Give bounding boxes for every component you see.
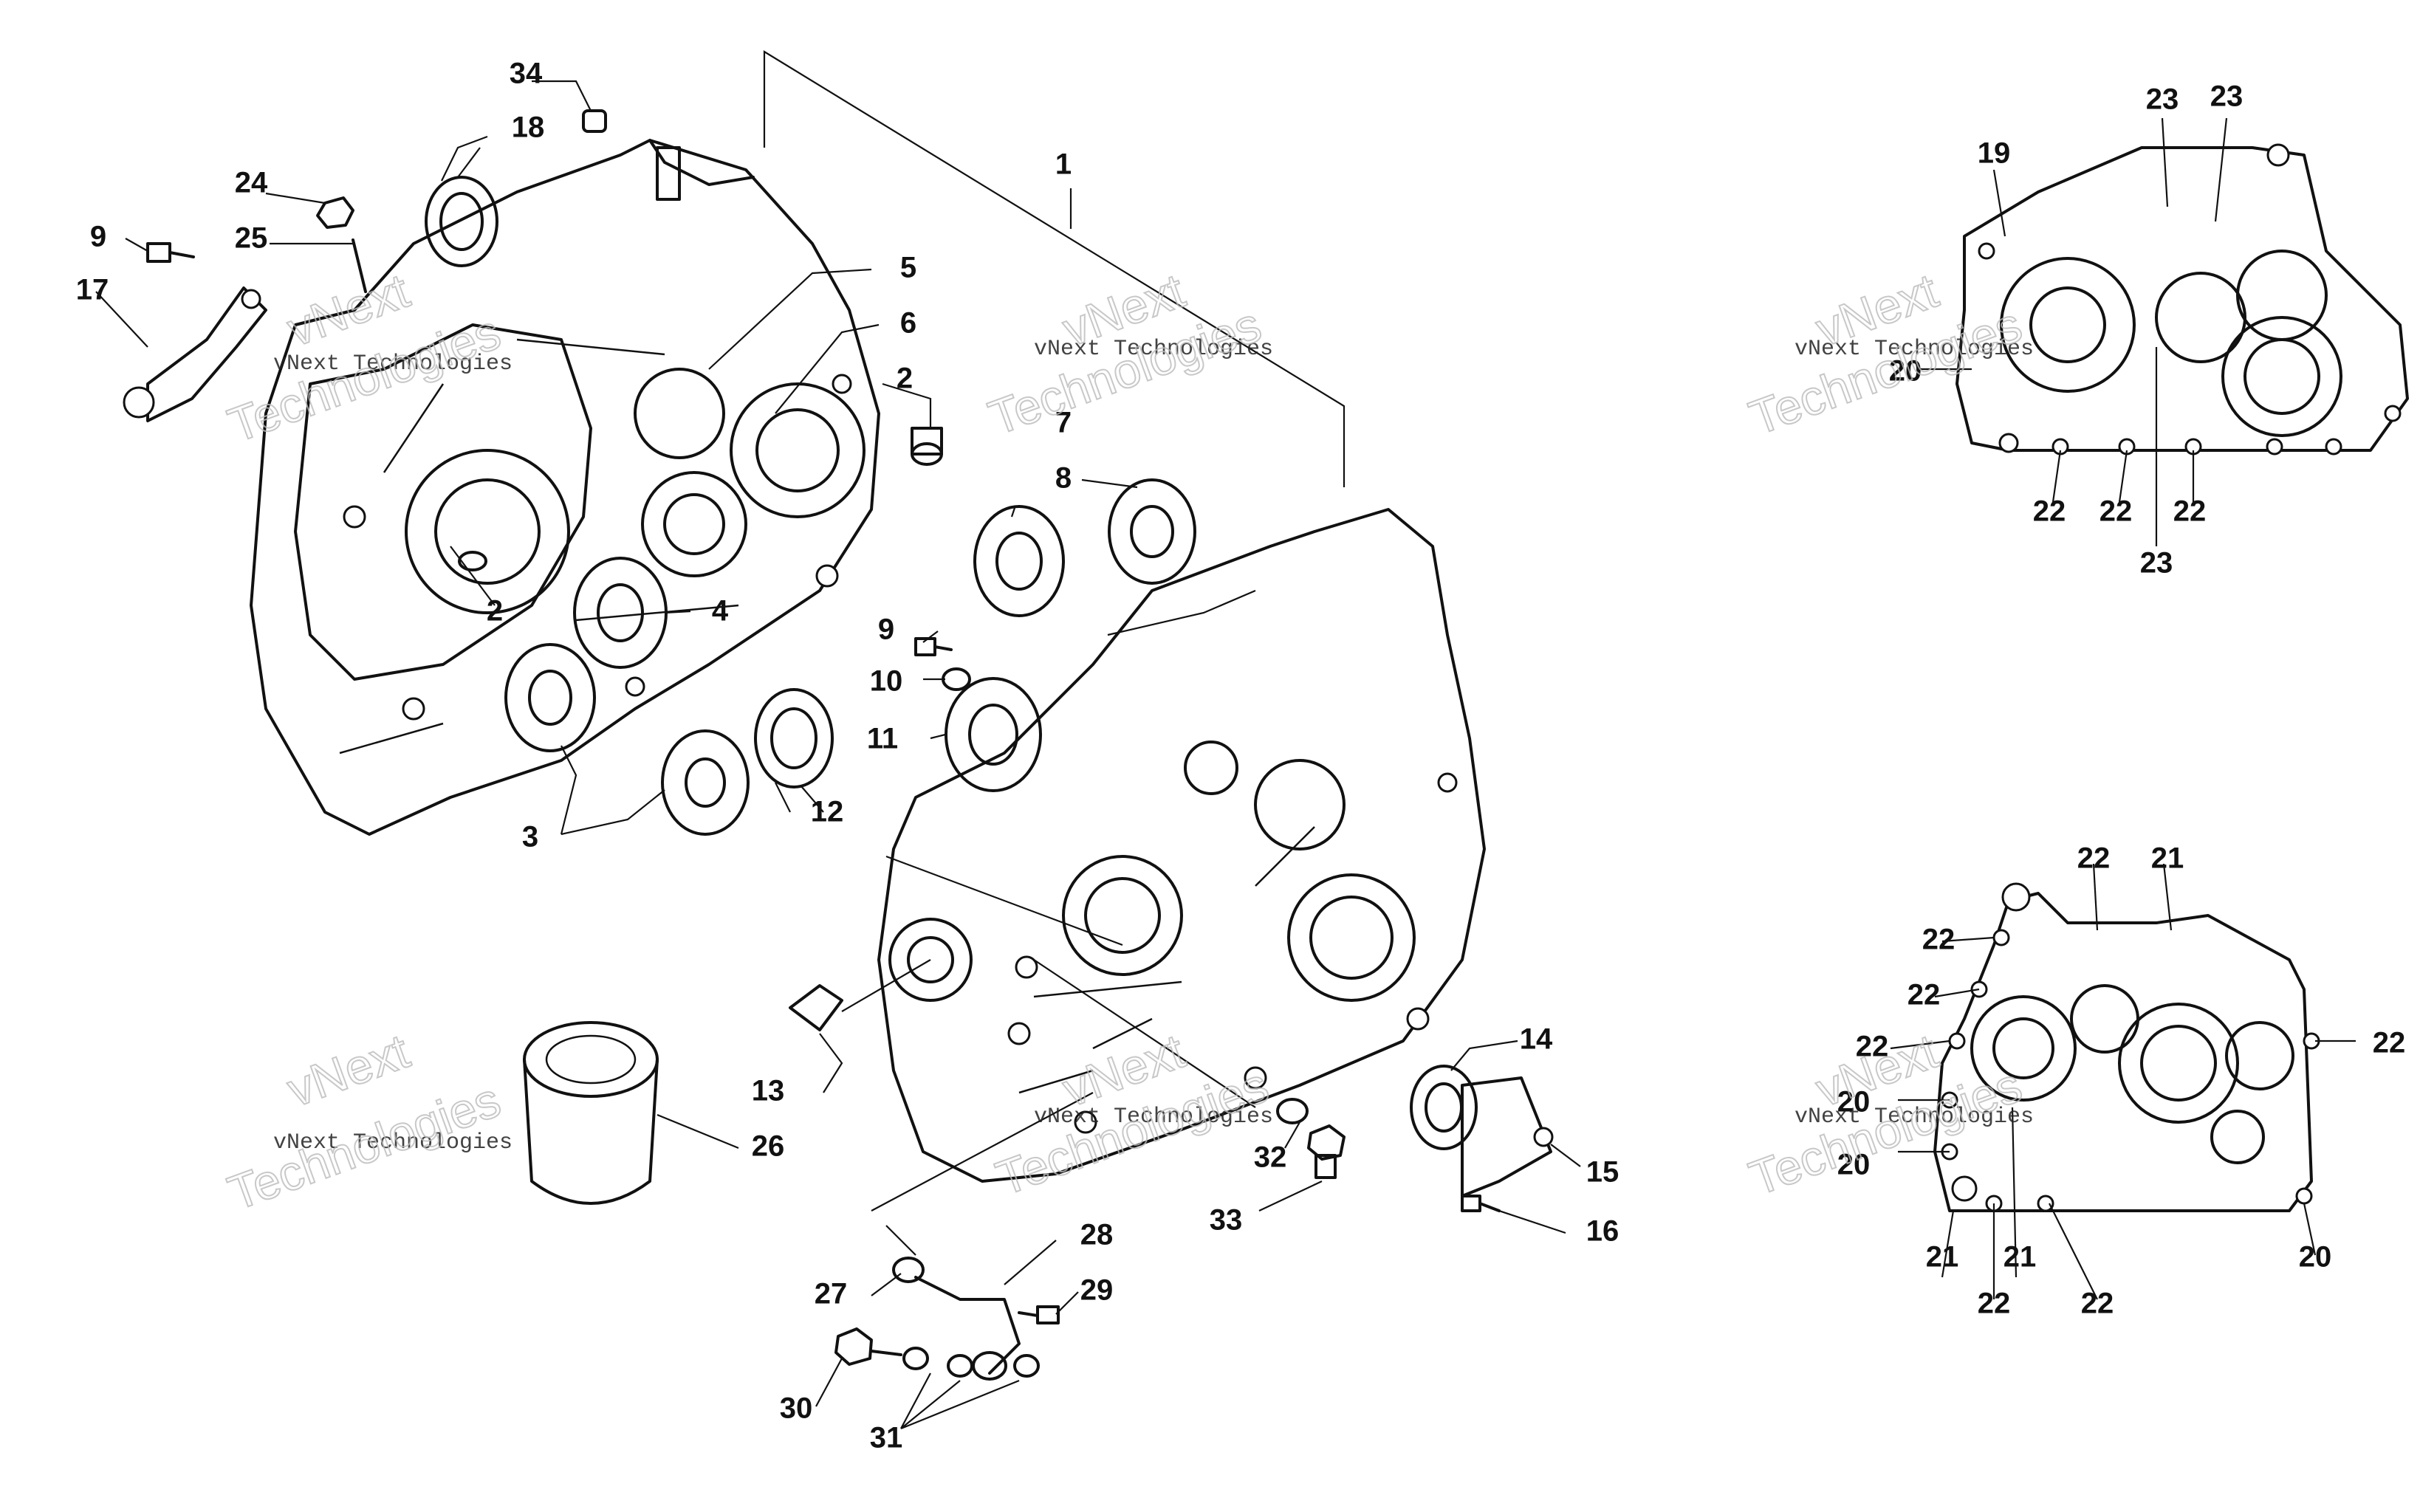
callout-3: 3: [522, 821, 538, 853]
plug-33: [1307, 1124, 1346, 1179]
oil-filter-26: [523, 1021, 659, 1205]
washers-31: [902, 1347, 1040, 1378]
callout-25: 25: [235, 222, 268, 255]
callout-8: 8: [1055, 462, 1072, 495]
watermark-text: vNext Technologies: [1034, 1104, 1273, 1130]
dowel-pin-2-mid: [458, 551, 487, 571]
callout-17: 17: [76, 274, 109, 306]
callout-22: 22: [2099, 495, 2133, 528]
watermark-text: vNext Technologies: [1034, 337, 1273, 362]
callout-31: 31: [870, 1422, 903, 1454]
callout-9: 9: [878, 614, 894, 646]
callout-16: 16: [1586, 1215, 1619, 1248]
callout-labels: 1 2 2 3 4 5 6 7 8 9 9 10 11 12 13 14 15 …: [76, 58, 2406, 1454]
callout-5: 5: [900, 252, 916, 284]
callout-18: 18: [512, 111, 545, 144]
callout-20: 20: [1889, 355, 1922, 388]
callout-12: 12: [811, 796, 844, 828]
callout-6: 6: [900, 307, 916, 340]
callout-32: 32: [1254, 1141, 1287, 1174]
callout-22: 22: [2033, 495, 2066, 528]
callout-23: 23: [2210, 80, 2244, 113]
callout-21: 21: [2003, 1241, 2037, 1274]
callout-24: 24: [235, 167, 268, 199]
watermark-text: vNext Technologies: [273, 351, 513, 377]
callout-21: 21: [1926, 1241, 1959, 1274]
bolt-30: [834, 1327, 902, 1366]
callout-23: 23: [2140, 547, 2173, 580]
callout-2: 2: [897, 362, 913, 395]
seal-18: [425, 176, 498, 267]
callout-21: 21: [2151, 842, 2184, 875]
bolt-9-mid: [914, 637, 953, 656]
bolt-29: [1018, 1305, 1060, 1324]
callout-22: 22: [1907, 979, 1941, 1011]
left-crankcase: [250, 139, 880, 836]
seal-14: [1410, 1065, 1478, 1150]
bracket-17: [123, 286, 267, 422]
bearing-11: [945, 677, 1042, 792]
watermark-text: vNext Technologies: [273, 1130, 513, 1155]
washer-10: [942, 667, 971, 691]
callout-20: 20: [1837, 1149, 1871, 1181]
callout-22: 22: [2173, 495, 2207, 528]
bearing-3-inner: [504, 643, 596, 752]
callout-22: 22: [2081, 1288, 2114, 1320]
bearing-3-outer: [661, 729, 750, 836]
callout-34: 34: [510, 58, 543, 90]
callout-2: 2: [487, 595, 503, 628]
leader-lines: [95, 50, 2356, 1430]
callout-22: 22: [2077, 842, 2111, 875]
callout-33: 33: [1210, 1204, 1243, 1237]
case-view-top-right: [1955, 143, 2409, 456]
callout-15: 15: [1586, 1156, 1619, 1189]
washer-32: [1276, 1098, 1309, 1124]
callout-22: 22: [1922, 924, 1955, 956]
case-view-bottom-right: [1933, 882, 2320, 1212]
callout-1: 1: [1055, 148, 1072, 181]
callout-26: 26: [752, 1130, 785, 1163]
screw-16: [1461, 1195, 1501, 1212]
right-crankcase: [877, 508, 1486, 1183]
bearing-7: [973, 505, 1065, 617]
oil-pipe-28: [892, 1257, 1021, 1381]
stud-25: [352, 238, 367, 293]
callout-22: 22: [2373, 1027, 2406, 1059]
callout-19: 19: [1978, 137, 2011, 170]
nut-24: [316, 196, 354, 229]
callout-11: 11: [867, 723, 898, 755]
callout-4: 4: [712, 595, 729, 628]
dowel-pin-2-top: [911, 427, 943, 466]
seal-12: [754, 688, 834, 788]
callout-14: 14: [1520, 1023, 1553, 1056]
plug-34: [582, 109, 607, 133]
callout-22: 22: [1856, 1031, 1889, 1063]
plate-15: [1461, 1076, 1554, 1197]
callout-9: 9: [90, 221, 106, 253]
bolt-9-top: [146, 242, 195, 263]
callout-20: 20: [2299, 1241, 2332, 1274]
watermark-text: vNext Technologies: [1795, 337, 2034, 362]
watermarks: vNext Technologies vNext Technologies vN…: [220, 262, 2034, 1221]
callout-10: 10: [870, 665, 903, 698]
callout-27: 27: [815, 1278, 848, 1310]
watermark-brand: vNext: [280, 1023, 416, 1117]
bearing-8: [1108, 478, 1196, 585]
watermark-text: vNext Technologies: [1795, 1104, 2034, 1130]
callout-29: 29: [1080, 1274, 1114, 1307]
callout-22: 22: [1978, 1288, 2011, 1320]
callout-28: 28: [1080, 1219, 1114, 1251]
callout-20: 20: [1837, 1086, 1871, 1118]
callout-7: 7: [1055, 407, 1072, 439]
nipple-13: [789, 984, 843, 1031]
callout-13: 13: [752, 1075, 785, 1107]
callout-30: 30: [780, 1392, 813, 1425]
callout-23: 23: [2146, 83, 2179, 116]
